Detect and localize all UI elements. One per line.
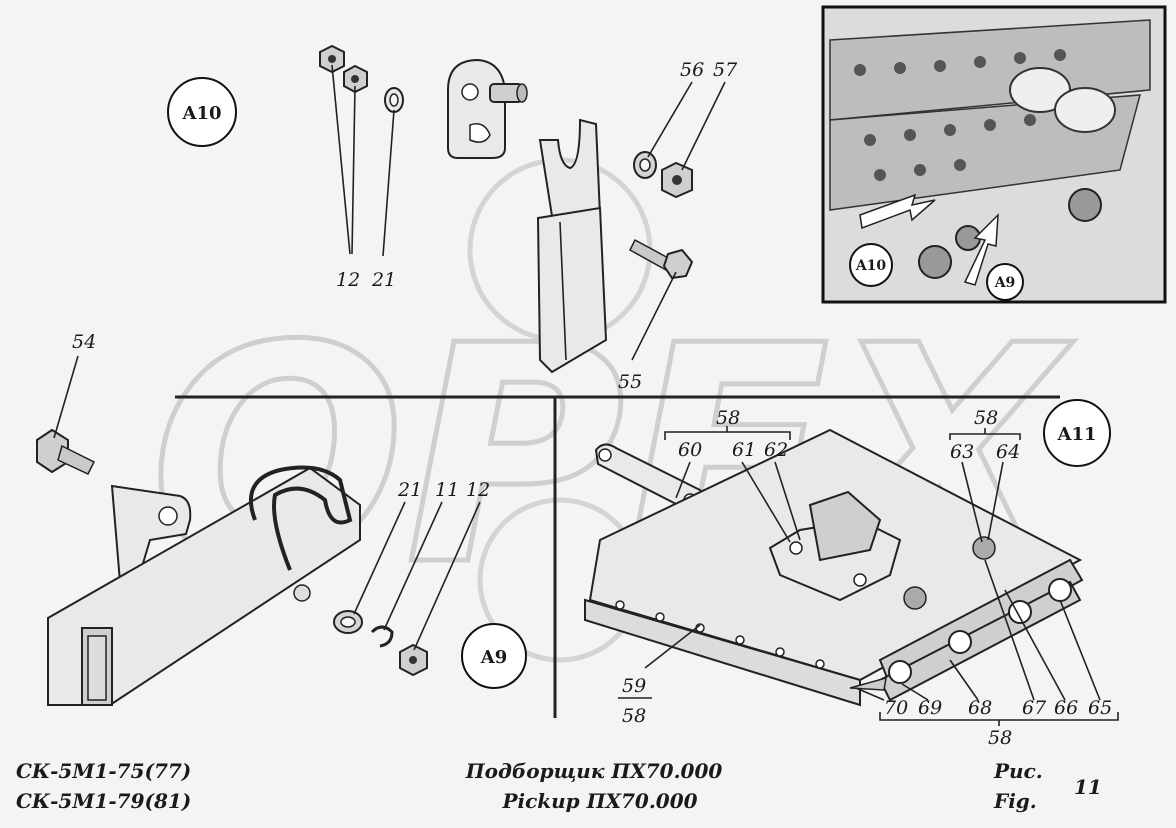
label-12-bottom: 12 [466,479,490,501]
svg-text:A9: A9 [994,275,1016,291]
label-21-top: 21 [371,269,396,291]
label-58-fraction: 58 [622,705,646,727]
nut-12-top [319,44,345,74]
arrow-a10-icon [859,193,936,230]
bolt-54 [36,428,96,475]
label-65: 65 [1088,697,1112,719]
model-line-1: СК-5М1-75(77) [16,759,191,783]
bracket-axle [447,58,528,159]
inset-photo: A10 A9 [821,5,1167,304]
label-69: 69 [918,697,942,719]
group-brackets [618,426,1119,726]
label-58-group-right: 58 [974,407,998,429]
plate-bracket [110,484,192,584]
inset-callout-a9 [986,263,1024,301]
label-11-bottom: 11 [435,479,459,501]
bolt-55 [629,238,694,280]
figure-number: 11 [1074,775,1102,799]
title-english: Pickup ПХ70.000 [501,789,697,813]
nut-12-bottom [399,643,428,677]
label-70: 70 [884,697,908,719]
label-12-top: 12 [336,269,360,291]
label-21-bottom: 21 [397,479,422,501]
svg-text:A9: A9 [480,647,508,668]
nut-57 [661,161,693,199]
label-67: 67 [1022,697,1047,719]
mount-61-62 [768,490,902,602]
label-66: 66 [1054,697,1078,719]
label-60: 60 [678,439,702,461]
label-54: 54 [72,331,96,353]
model-line-2: СК-5М1-79(81) [16,789,191,813]
label-61: 61 [732,439,756,461]
label-59: 59 [622,675,646,697]
label-63: 63 [950,441,974,463]
fig-label-english: Fig. [993,789,1037,813]
fig-label-russian: Рис. [993,759,1043,783]
svg-text:A11: A11 [1056,424,1096,445]
label-58-group-top: 58 [716,407,740,429]
arrow-a9-icon [963,213,999,286]
label-55: 55 [618,371,642,393]
svg-text:A10: A10 [855,258,887,274]
label-64: 64 [996,441,1020,463]
callout-a10: A10 [167,77,237,147]
washer-21-top [384,87,404,113]
washer-21-bottom [333,610,363,634]
svg-text:A10: A10 [181,103,221,124]
leader-lines [53,64,1101,701]
inset-callout-a10 [849,243,893,287]
tine-arm [536,118,608,374]
title-russian: Подборщик ПХ70.000 [465,759,723,783]
spring-tube-beam [47,465,361,706]
nut-12-top-2 [343,64,368,94]
label-68: 68 [968,697,992,719]
washer-56 [633,151,657,179]
spring-washer-11 [370,625,394,648]
callout-a11: A11 [1043,399,1111,467]
label-62: 62 [764,439,788,461]
label-58-group-bottom: 58 [988,727,1012,749]
label-56: 56 [680,59,704,81]
label-57: 57 [713,59,738,81]
callout-a9: A9 [461,623,527,689]
